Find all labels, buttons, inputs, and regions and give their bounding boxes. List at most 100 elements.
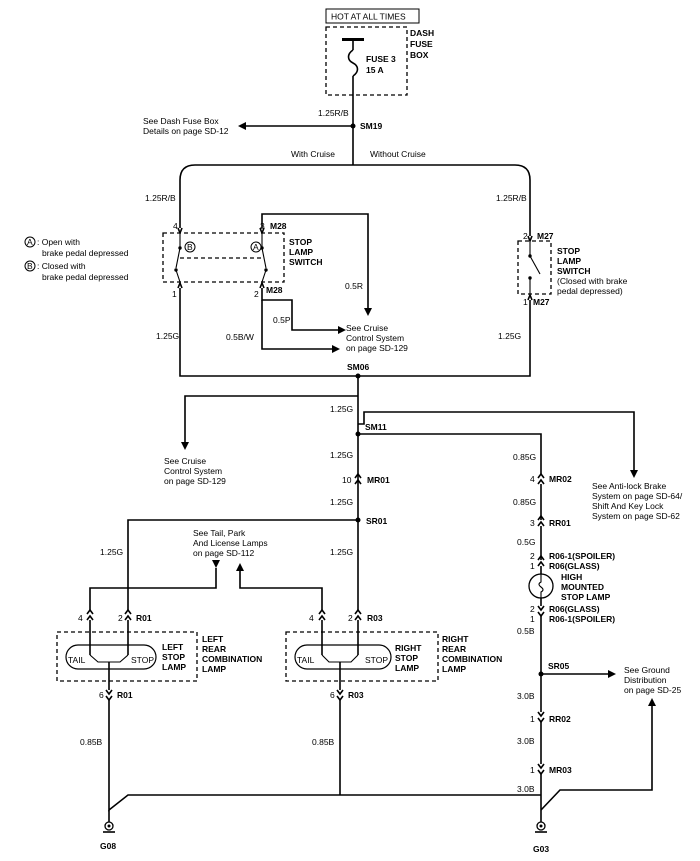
arrow-right	[332, 345, 340, 353]
pin-label: 1	[523, 297, 528, 307]
pin-label: 4	[530, 474, 535, 484]
legend-b-marker-letter: B	[187, 242, 193, 252]
hmsl-label: HIGH MOUNTED STOP LAMP	[561, 572, 611, 602]
stop-lamp-switch-no-cruise-label: STOP LAMP SWITCH	[557, 246, 591, 276]
dash-fuse-box-label: DASH FUSE BOX	[410, 28, 436, 60]
connector-r06-1-spoiler-top: R06-1(SPOILER)	[549, 551, 615, 561]
legend-a-icon	[24, 236, 36, 248]
with-cruise-label: With Cruise	[291, 149, 335, 159]
pin-label: 4	[78, 613, 83, 623]
pin-label: 1	[530, 561, 535, 571]
arrow-down	[364, 308, 372, 316]
switch-b-marker	[184, 241, 196, 253]
left-rear-label: LEFT REAR COMBINATION LAMP	[202, 634, 265, 674]
connector-r01-top: R01	[136, 613, 152, 623]
ground-g08-icon	[104, 821, 114, 831]
wire-label: 0.5B/W	[226, 332, 254, 342]
wire-label: 1.25R/B	[145, 193, 176, 203]
arrow-left	[238, 122, 246, 130]
pin-label: 1	[172, 289, 177, 299]
abs-reference: See Anti-lock Brake System on page SD-64…	[592, 481, 685, 521]
cruise-reference-left: See Cruise Control System on page SD-129	[164, 456, 226, 486]
pin-label: 1	[530, 714, 535, 724]
wire-label: 0.5P	[273, 315, 291, 325]
connector-mr03: MR03	[549, 765, 572, 775]
pin-label: 2	[118, 613, 123, 623]
connector-r06-glass-top: R06(GLASS)	[549, 561, 600, 571]
right-stop-lamp-bulb	[294, 644, 392, 670]
arrow-up	[236, 563, 244, 571]
wire-label: 0.5B	[517, 626, 535, 636]
ground-reference: See Ground Distribution on page SD-25	[624, 665, 681, 695]
cruise-reference-top: See Cruise Control System on page SD-129	[346, 323, 408, 353]
dash-fuse-box	[325, 26, 408, 96]
pin-label: 2	[530, 604, 535, 614]
pin-label: 2	[530, 551, 535, 561]
dash-fuse-reference: See Dash Fuse Box Details on page SD-12	[143, 116, 229, 136]
right-rear-combination-lamp	[285, 631, 439, 682]
wire-label: 0.85B	[312, 737, 335, 747]
wire-label: 1.25G	[100, 547, 123, 557]
right-rear-label: RIGHT REAR COMBINATION LAMP	[442, 634, 505, 674]
ground-g08-label: G08	[100, 841, 116, 851]
pin-label: 2	[348, 613, 353, 623]
wire-label: 1.25G	[330, 547, 353, 557]
arrow-up	[648, 698, 656, 706]
connector-mr02: MR02	[549, 474, 572, 484]
wire-label: 0.85B	[80, 737, 103, 747]
pin-label: 1	[530, 614, 535, 624]
left-stop-lamp-label: LEFT STOP LAMP	[162, 642, 187, 672]
wire-label: 1.25G	[498, 331, 521, 341]
connector-r03-top: R03	[367, 613, 383, 623]
legend-a-letter: A	[27, 237, 33, 247]
wire-label: 0.5G	[517, 537, 535, 547]
wire-label: 3.0B	[517, 784, 535, 794]
legend-b-letter: B	[27, 261, 33, 271]
right-stop-label: STOP	[365, 655, 388, 665]
wire-label: 0.85G	[513, 497, 536, 507]
pin-label: 6	[330, 690, 335, 700]
wire-label: 1.25R/B	[318, 108, 349, 118]
arrow-right	[338, 326, 346, 334]
bus-bar	[342, 38, 364, 41]
connector-m28-top: M28	[270, 221, 287, 231]
connector-r06-1-spoiler-bottom: R06-1(SPOILER)	[549, 614, 615, 624]
pin-label: 4	[173, 221, 178, 231]
splice-sm11-label: SM11	[365, 422, 387, 432]
fuse-3-symbol	[347, 49, 359, 77]
left-tail-label: TAIL	[68, 655, 86, 665]
connector-r06-glass-bottom: R06(GLASS)	[549, 604, 600, 614]
pin-label: 6	[99, 690, 104, 700]
connector-mr01: MR01	[367, 475, 390, 485]
legend-b-text: : Closed with brake pedal depressed	[37, 261, 129, 282]
pin-label: 4	[309, 613, 314, 623]
wire-label: 0.5R	[345, 281, 363, 291]
connector-r01-bottom: R01	[117, 690, 133, 700]
wire-label: 3.0B	[517, 691, 535, 701]
connector-m27-top: M27	[537, 231, 554, 241]
wire-label: 1.25R/B	[496, 193, 527, 203]
pin-label: 3	[530, 518, 535, 528]
arrow-right	[608, 670, 616, 678]
tail-park-reference: See Tail, Park And License Lamps on page…	[193, 528, 270, 558]
without-cruise-label: Without Cruise	[370, 149, 426, 159]
ground-g03-icon	[536, 821, 546, 831]
left-rear-combination-lamp	[56, 631, 198, 682]
fuse-name: FUSE 3	[366, 54, 396, 64]
wire-label: 1.25G	[330, 404, 353, 414]
stop-lamp-switch-cruise	[162, 232, 285, 283]
left-stop-lamp-bulb	[65, 644, 157, 670]
splice-sm06-label: SM06	[347, 362, 369, 372]
legend-b-icon	[24, 260, 36, 272]
hot-at-all-times-box	[325, 8, 420, 24]
stop-lamp-switch-cruise-label: STOP LAMP SWITCH	[289, 237, 323, 267]
splice-sr05-label: SR05	[548, 661, 570, 671]
arrow-down	[181, 442, 189, 450]
wire-label: 1.25G	[330, 450, 353, 460]
right-stop-lamp-label: RIGHT STOP LAMP	[395, 643, 424, 673]
connector-rr02: RR02	[549, 714, 571, 724]
arrow-down	[630, 470, 638, 478]
ground-g03-label: G03	[533, 844, 549, 854]
stop-lamp-switch-no-cruise	[517, 240, 552, 295]
